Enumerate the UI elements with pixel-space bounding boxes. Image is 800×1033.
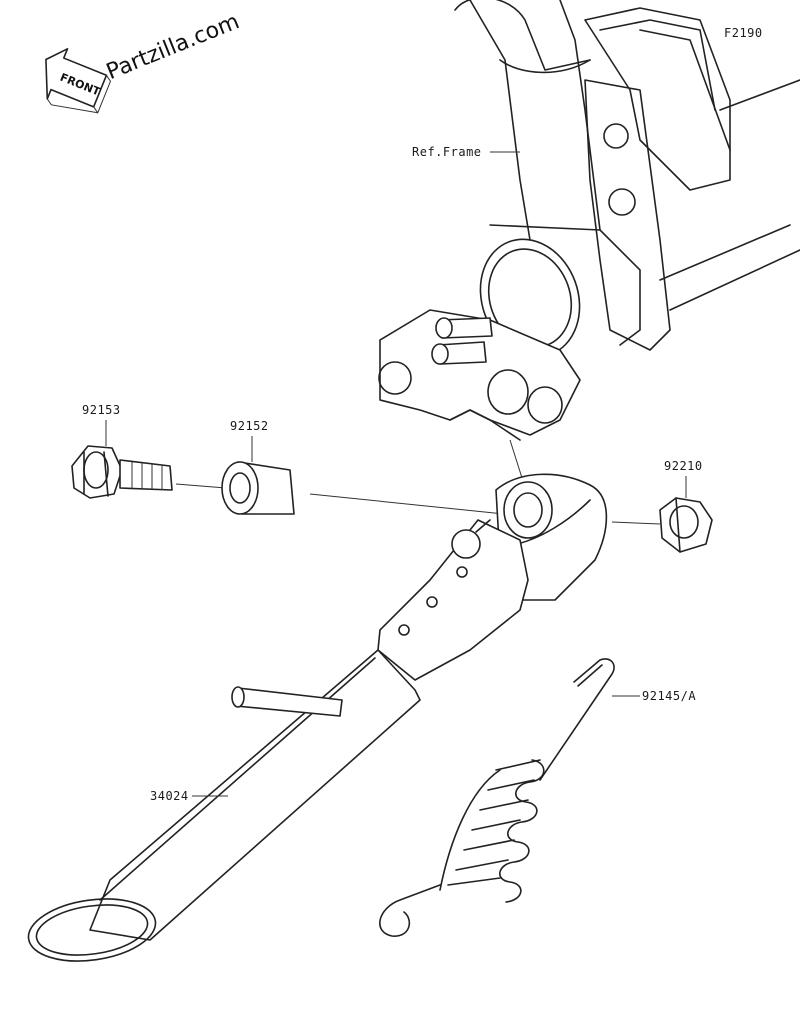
part-label-92210: 92210 [664, 459, 703, 473]
figure-code: F2190 [724, 26, 763, 40]
side-stand-34024 [27, 473, 608, 962]
nut-92210 [659, 497, 713, 553]
spring-92145a [379, 658, 615, 937]
bolt-92153 [71, 445, 173, 499]
part-label-34024: 34024 [150, 789, 189, 803]
part-label-92152: 92152 [230, 419, 269, 433]
frame-reference [378, 0, 800, 441]
part-label-92145a: 92145/A [642, 689, 696, 703]
part-label-92153: 92153 [82, 403, 121, 417]
front-arrow-icon: FRONT [45, 47, 112, 114]
ref-frame-label: Ref.Frame [412, 145, 482, 159]
spring-pin [231, 686, 343, 717]
collar-92152 [221, 461, 295, 515]
